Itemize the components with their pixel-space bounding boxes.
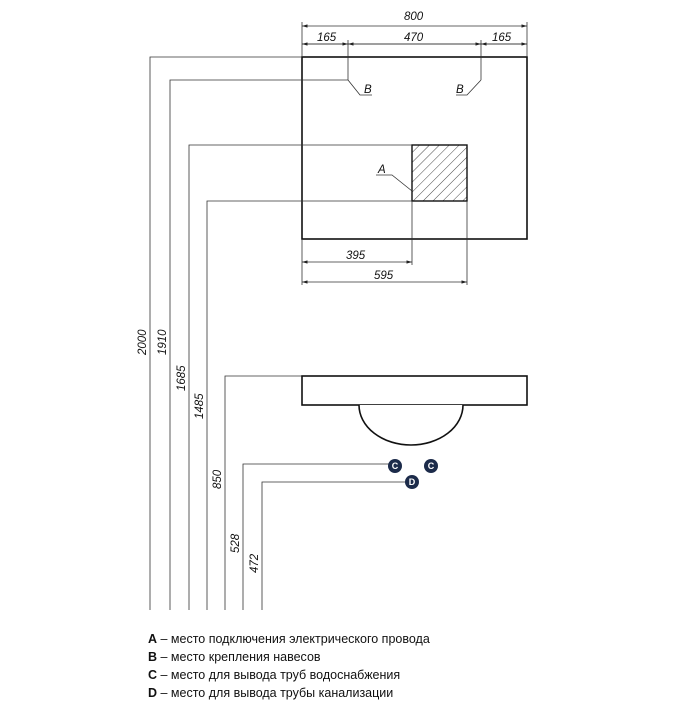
marker-c-left: C <box>388 459 402 473</box>
legend-item-a: A – место подключения электрического про… <box>148 632 430 646</box>
marker-d: D <box>405 475 419 489</box>
callout-b-left: B <box>364 84 372 96</box>
top-dimension-lines <box>301 22 528 80</box>
legend: A – место подключения электрического про… <box>148 630 688 702</box>
callout-b-right: B <box>456 84 464 96</box>
bottom-dimension-lines <box>301 201 468 285</box>
height-leader-lines <box>149 56 412 610</box>
dim-top-middle: 470 <box>404 32 424 44</box>
socket-area-a <box>411 144 468 202</box>
dim-v-1485: 1485 <box>194 393 206 419</box>
dim-bottom-outer: 595 <box>374 270 394 282</box>
technical-drawing: 800 165 470 165 B B A 395 595 2000 1910 … <box>137 11 528 610</box>
dim-v-1685: 1685 <box>176 365 188 391</box>
dim-v-850: 850 <box>212 469 224 489</box>
legend-item-d: D – место для вывода трубы канализации <box>148 686 394 700</box>
svg-text:D: D <box>409 477 416 487</box>
callout-a-line <box>376 174 413 192</box>
dim-v-472: 472 <box>249 553 261 573</box>
mirror-panel <box>301 56 528 240</box>
callout-a-label: A <box>377 164 386 176</box>
dim-v-2000: 2000 <box>137 329 149 356</box>
dim-v-528: 528 <box>230 533 242 553</box>
dim-top-right: 165 <box>492 32 512 44</box>
legend-item-b: B – место крепления навесов <box>148 650 321 664</box>
svg-text:C: C <box>392 461 399 471</box>
dim-bottom-inner: 395 <box>346 250 366 262</box>
marker-c-right: C <box>424 459 438 473</box>
dim-v-1910: 1910 <box>157 329 169 355</box>
callout-b-lines <box>347 79 482 96</box>
legend-item-c: C – место для вывода труб водоснабжения <box>148 668 401 682</box>
washbasin <box>301 375 528 446</box>
svg-text:C: C <box>428 461 435 471</box>
dim-top-left: 165 <box>317 32 337 44</box>
dim-top-total: 800 <box>404 11 424 23</box>
